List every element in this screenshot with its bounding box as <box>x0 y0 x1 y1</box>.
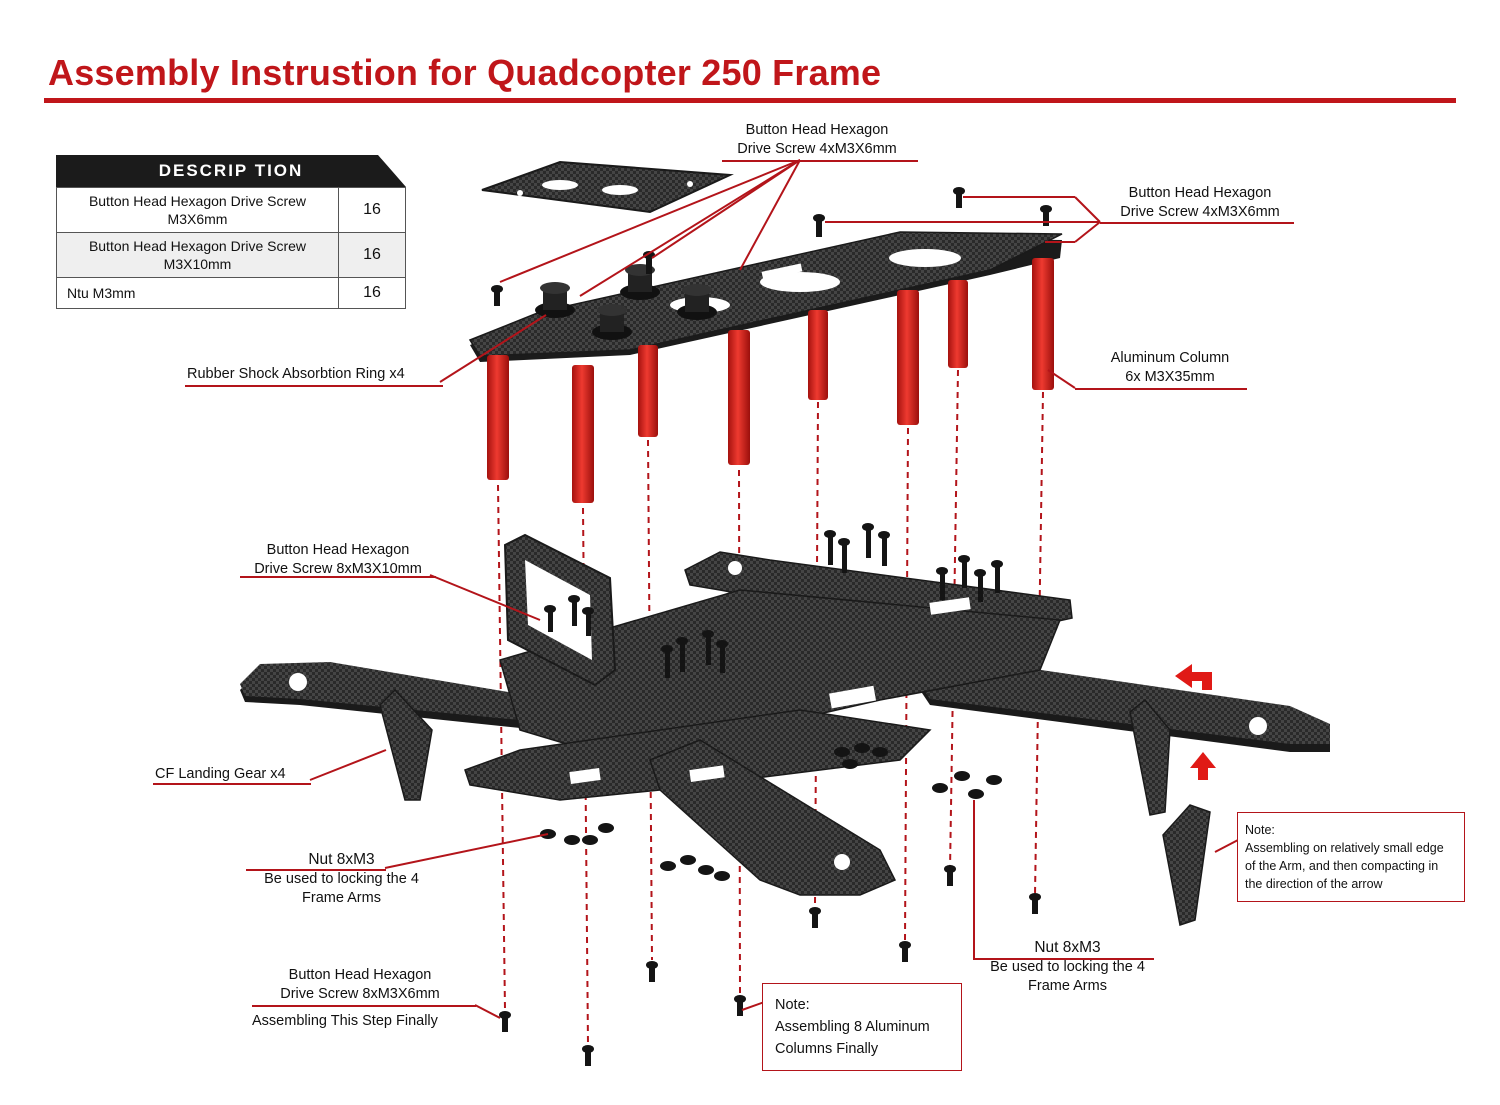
label-line: Nut 8xM3 <box>308 851 375 868</box>
label-line: Frame Arms <box>302 890 381 906</box>
page-title: Assembly Instrustion for Quadcopter 250 … <box>48 52 882 93</box>
table-row: Ntu M3mm 16 <box>56 277 406 309</box>
bottom-screw-label: Button Head Hexagon Drive Screw 8xM3X6mm <box>250 966 470 1004</box>
label-line: Drive Screw 8xM3X10mm <box>254 561 422 577</box>
label-underline <box>185 385 443 387</box>
label-line: Button Head Hexagon <box>266 542 410 558</box>
part-name-line1: Button Head Hexagon Drive Screw <box>88 193 307 209</box>
part-name-line2: M3X10mm <box>163 256 232 272</box>
mid-screw-label: Button Head Hexagon Drive Screw 8xM3X10m… <box>238 541 438 579</box>
top-screw-label: Button Head Hexagon Drive Screw 4xM3X6mm <box>712 121 922 159</box>
label-line: 6x M3X35mm <box>1125 369 1215 385</box>
label-line: Drive Screw 4xM3X6mm <box>1120 204 1280 220</box>
nut-right-label: Nut 8xM3 Be used to locking the 4 Frame … <box>970 938 1165 996</box>
label-line: Note: <box>775 997 810 1013</box>
label-line: Button Head Hexagon <box>1128 185 1272 201</box>
part-qty: 16 <box>338 277 406 309</box>
label-line: Assembling on relatively small edge <box>1245 841 1444 855</box>
arrow-icon <box>1175 664 1212 690</box>
camera-mount <box>503 533 617 687</box>
nut-left-label: Nut 8xM3 Be used to locking the 4 Frame … <box>244 850 439 908</box>
label-underline <box>252 1005 476 1007</box>
label-line: Button Head Hexagon <box>745 122 889 138</box>
label-line: Drive Screw 8xM3X6mm <box>280 986 440 1002</box>
main-frame <box>240 551 1330 896</box>
note-arm-text: Note: Assembling on relatively small edg… <box>1245 821 1444 893</box>
part-name: Button Head Hexagon Drive Screw M3X10mm <box>56 232 339 278</box>
screws <box>491 187 1052 1066</box>
battery-strap-plate <box>481 160 734 214</box>
label-underline <box>1075 388 1247 390</box>
note-columns-box: Note: Assembling 8 Aluminum Columns Fina… <box>762 983 962 1071</box>
label-line: Nut 8xM3 <box>1034 939 1101 956</box>
label-line: Be used to locking the 4 <box>264 871 419 887</box>
parts-table: Button Head Hexagon Drive Screw M3X6mm 1… <box>56 187 406 309</box>
label-underline <box>246 869 386 871</box>
label-underline <box>1100 222 1294 224</box>
label-underline <box>722 160 918 162</box>
title-underline <box>44 98 1456 103</box>
aluminum-columns <box>487 258 1054 503</box>
landing-gear-label: CF Landing Gear x4 <box>155 766 286 782</box>
landing-gear <box>379 688 1211 926</box>
table-row: Button Head Hexagon Drive Screw M3X6mm 1… <box>56 187 406 233</box>
label-line: of the Arm, and then compacting in <box>1245 859 1439 873</box>
rubber-shock-rings <box>535 264 717 340</box>
label-line: Be used to locking the 4 <box>990 959 1145 975</box>
part-name: Ntu M3mm <box>56 277 339 309</box>
note-arm-box: Note: Assembling on relatively small edg… <box>1237 812 1465 902</box>
label-line: the direction of the arrow <box>1245 877 1383 891</box>
label-line: Frame Arms <box>1028 978 1107 994</box>
part-name-line2: M3X6mm <box>167 211 228 227</box>
label-underline <box>153 783 311 785</box>
label-underline <box>974 958 1154 960</box>
direction-arrows <box>1175 664 1216 780</box>
label-line: Drive Screw 4xM3X6mm <box>737 141 897 157</box>
callout-leaders <box>309 159 1239 1019</box>
part-name-line1: Button Head Hexagon Drive Screw <box>88 238 307 254</box>
label-underline <box>240 576 436 578</box>
label-line: Aluminum Column <box>1110 350 1230 366</box>
nuts <box>540 743 1002 881</box>
aluminum-column-label: Aluminum Column 6x M3X35mm <box>1085 349 1255 387</box>
rubber-ring-label: Rubber Shock Absorbtion Ring x4 <box>187 366 405 382</box>
label-line: Columns Finally <box>775 1041 879 1057</box>
table-row: Button Head Hexagon Drive Screw M3X10mm … <box>56 232 406 278</box>
note-columns-text: Note: Assembling 8 Aluminum Columns Fina… <box>775 994 930 1060</box>
label-line: Note: <box>1245 823 1275 837</box>
label-line: Assembling 8 Aluminum <box>775 1019 930 1035</box>
label-line: Button Head Hexagon <box>288 967 432 983</box>
description-header: DESCRIP TION <box>56 155 406 187</box>
arrow-up-icon <box>1190 752 1216 780</box>
right-screw-label: Button Head Hexagon Drive Screw 4xM3X6mm <box>1100 184 1300 222</box>
description-table: DESCRIP TION Button Head Hexagon Drive S… <box>56 155 406 309</box>
bottom-screw-note: Assembling This Step Finally <box>252 1013 438 1029</box>
part-name: Button Head Hexagon Drive Screw M3X6mm <box>56 187 339 233</box>
part-qty: 16 <box>338 232 406 278</box>
